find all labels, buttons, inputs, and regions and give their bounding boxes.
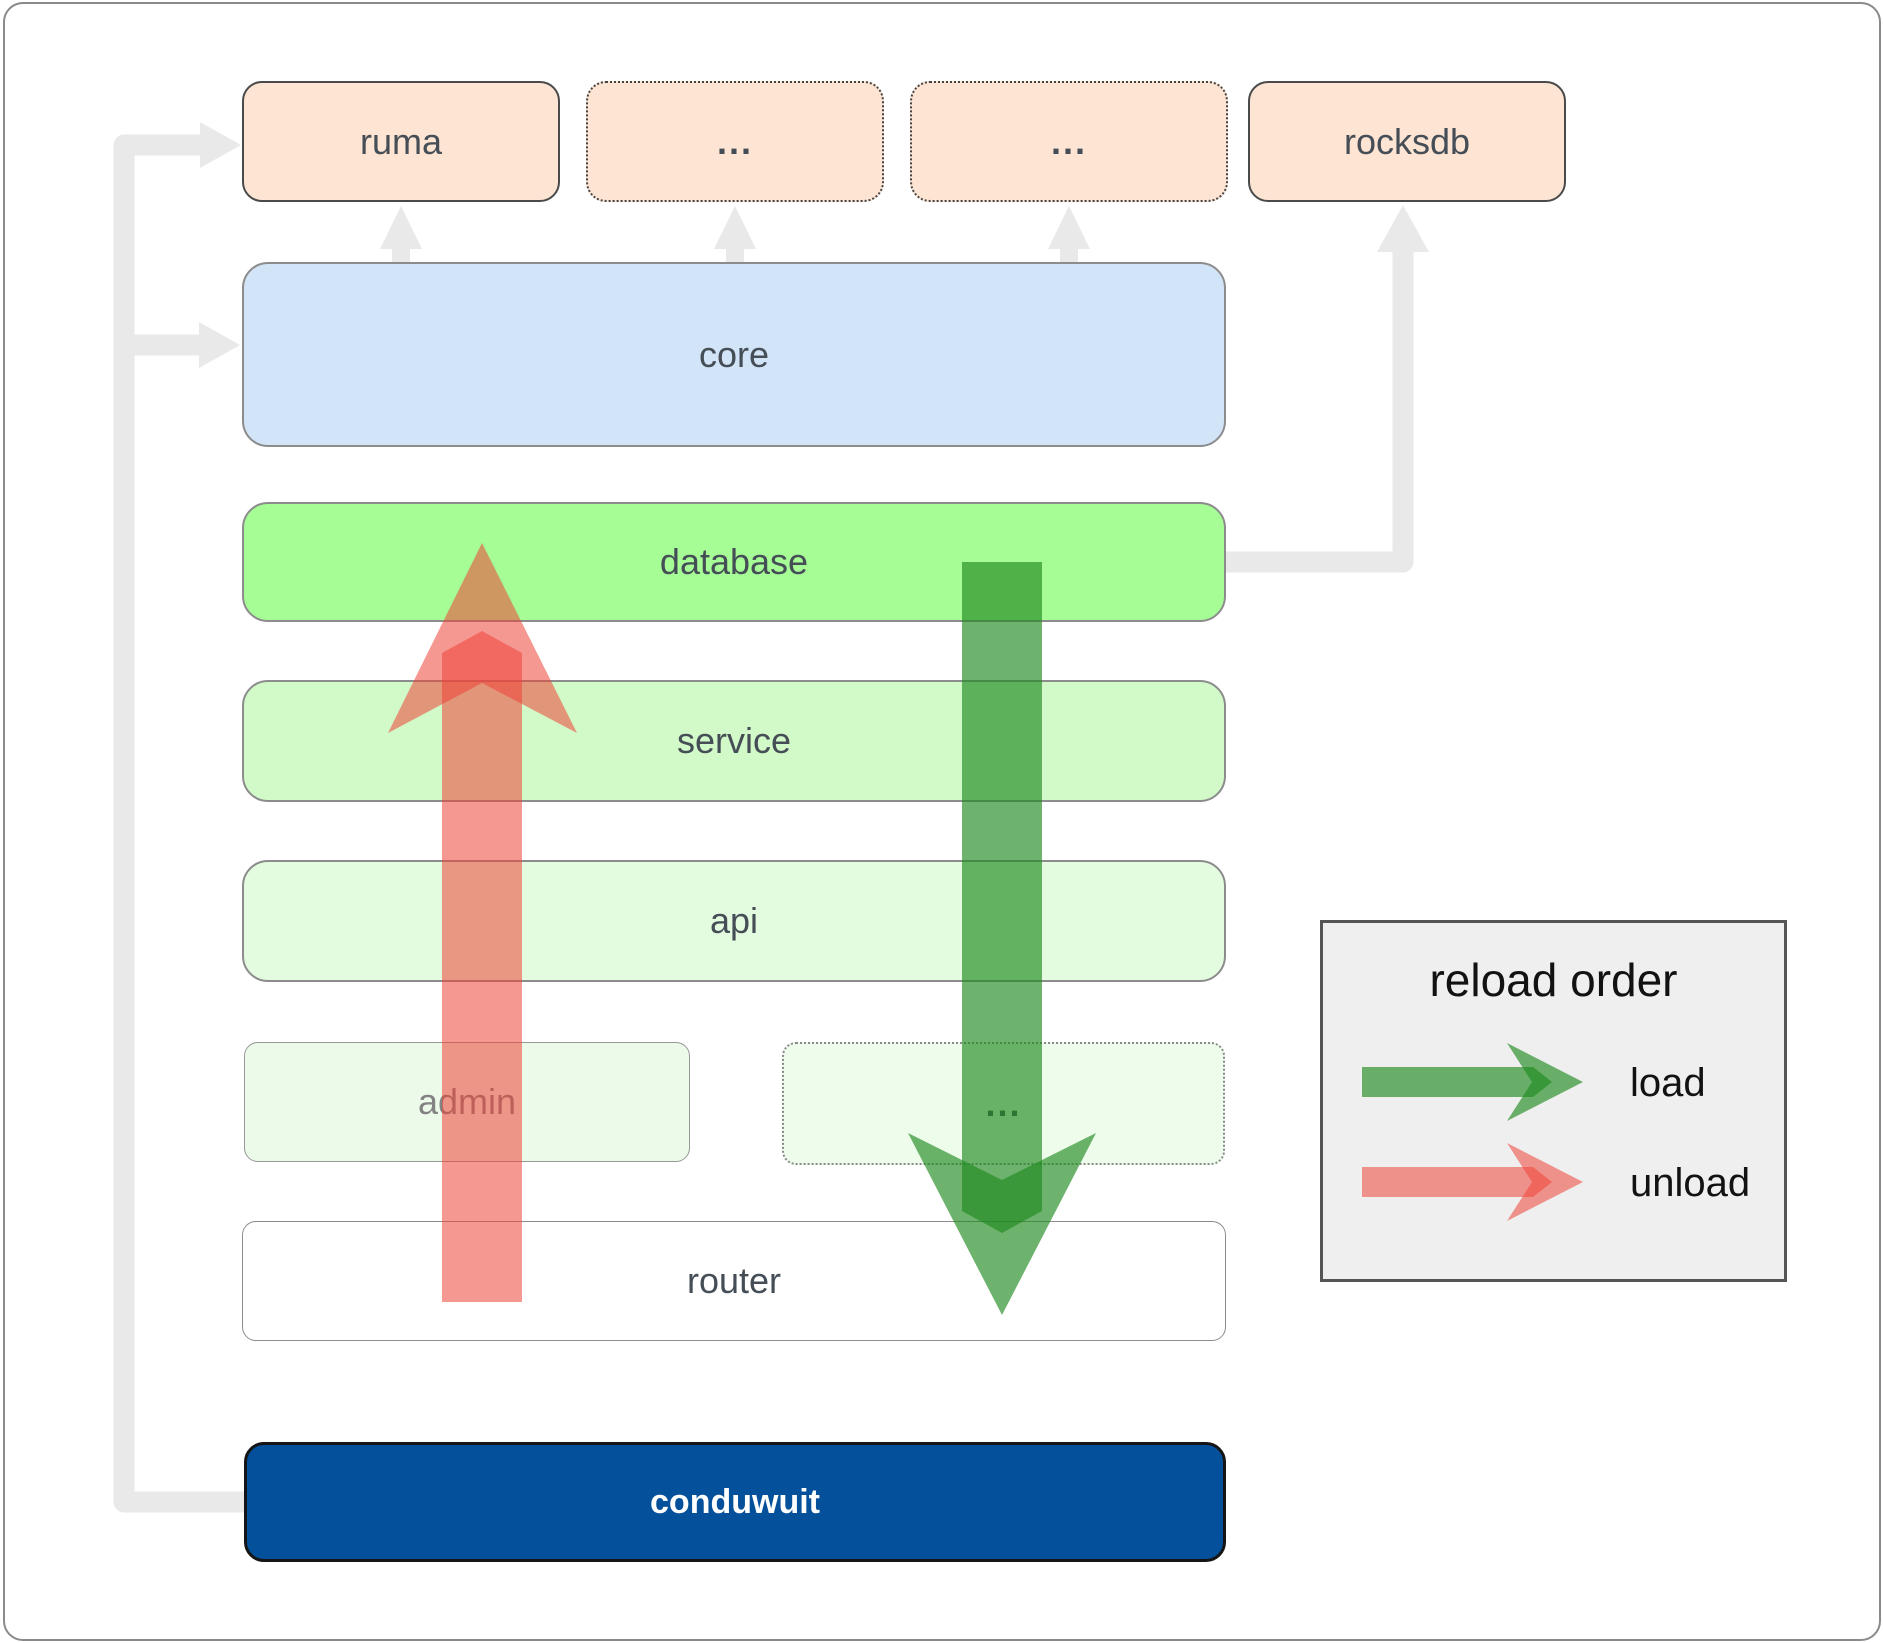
box-router-label: router bbox=[686, 1260, 782, 1301]
box-database-label: database bbox=[659, 541, 809, 582]
box-rocksdb-label: rocksdb bbox=[1343, 120, 1471, 162]
box-ellipsis-2-label: ... bbox=[1050, 120, 1087, 162]
box-rocksdb: rocksdb bbox=[1248, 81, 1566, 202]
box-core-label: core bbox=[698, 333, 770, 375]
box-service-label: service bbox=[676, 720, 792, 761]
box-ellipsis-1: ... bbox=[586, 81, 884, 202]
box-ellipsis-1-label: ... bbox=[716, 120, 753, 162]
box-ruma: ruma bbox=[242, 81, 560, 202]
box-ellipsis-2: ... bbox=[910, 81, 1228, 202]
box-api: api bbox=[242, 860, 1226, 982]
box-api-label: api bbox=[709, 900, 759, 941]
box-conduwuit-label: conduwuit bbox=[650, 1482, 820, 1521]
legend-title: reload order bbox=[1429, 954, 1678, 1006]
box-ruma-label: ruma bbox=[359, 120, 443, 162]
canvas-border bbox=[3, 2, 1881, 1641]
box-conduwuit: conduwuit bbox=[244, 1442, 1226, 1562]
legend-unload-label: unload bbox=[1630, 1161, 1751, 1205]
legend-load-label: load bbox=[1630, 1061, 1706, 1105]
box-core: core bbox=[242, 262, 1226, 447]
